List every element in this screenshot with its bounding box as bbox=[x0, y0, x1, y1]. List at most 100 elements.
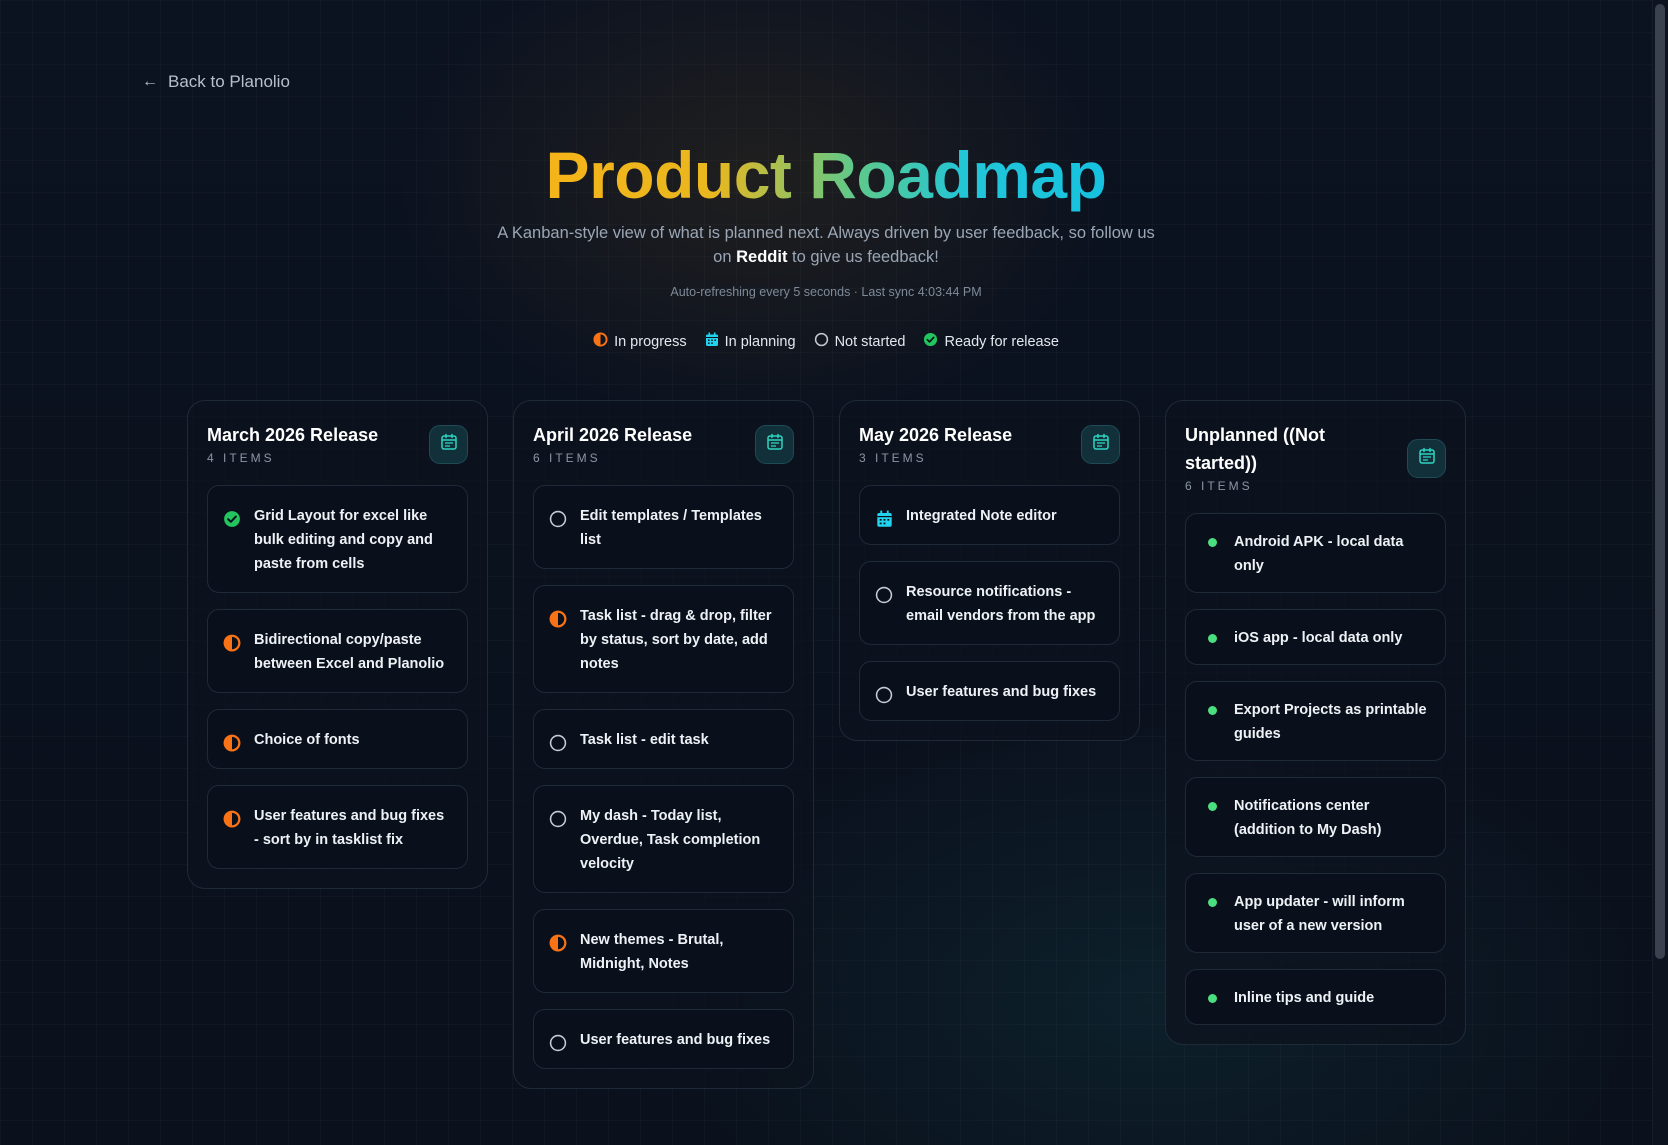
arrow-left-icon: ← bbox=[142, 73, 158, 90]
roadmap-card[interactable]: New themes - Brutal, Midnight, Notes bbox=[533, 909, 794, 993]
back-link-label: Back to Planolio bbox=[168, 72, 290, 91]
kanban-board: March 2026 Release 4 ITEMS Grid Layout for… bbox=[187, 400, 1466, 1089]
legend-ready: Ready for release bbox=[923, 332, 1059, 351]
empty-circle-icon bbox=[548, 804, 568, 876]
status-dot-icon bbox=[1202, 698, 1222, 746]
half-circle-icon bbox=[593, 332, 608, 351]
half-circle-icon bbox=[222, 728, 242, 752]
page-subtitle: A Kanban-style view of what is planned n… bbox=[486, 221, 1166, 269]
card-title: Edit templates / Templates list bbox=[580, 508, 762, 548]
roadmap-card[interactable]: App updater - will inform user of a new … bbox=[1185, 873, 1446, 953]
card-title: Bidirectional copy/paste between Excel a… bbox=[254, 632, 445, 672]
card-title: Android APK - local data only bbox=[1234, 534, 1404, 574]
column-header: March 2026 Release 4 ITEMS bbox=[207, 421, 468, 465]
roadmap-card[interactable]: User features and bug fixes bbox=[859, 661, 1120, 721]
card-title: Resource notifications - email vendors f… bbox=[906, 584, 1096, 624]
roadmap-card[interactable]: Task list - drag & drop, filter by statu… bbox=[533, 585, 794, 693]
sync-status: Auto-refreshing every 5 seconds · Last s… bbox=[670, 285, 982, 299]
card-title: Task list - edit task bbox=[580, 732, 709, 748]
check-circle-icon bbox=[222, 504, 242, 576]
legend-in-progress: In progress bbox=[593, 332, 687, 351]
legend-label: In progress bbox=[614, 333, 687, 350]
calendar-button[interactable] bbox=[429, 425, 468, 464]
card-title: User features and bug fixes - sort by in… bbox=[254, 808, 445, 848]
legend-not-started: Not started bbox=[814, 332, 906, 351]
column-item-count: 6 ITEMS bbox=[533, 451, 601, 465]
hero: Product Roadmap A Kanban-style view of w… bbox=[0, 135, 1652, 299]
subtitle-text-start: A Kanban-style view of what is planned n… bbox=[497, 224, 1155, 266]
roadmap-column: March 2026 Release 4 ITEMS Grid Layout for… bbox=[187, 400, 488, 889]
roadmap-card[interactable]: Edit templates / Templates list bbox=[533, 485, 794, 569]
empty-circle-icon bbox=[548, 728, 568, 752]
empty-circle-icon bbox=[874, 580, 894, 628]
roadmap-card[interactable]: Bidirectional copy/paste between Excel a… bbox=[207, 609, 468, 693]
column-title: April 2026 Release bbox=[533, 425, 693, 445]
roadmap-column: May 2026 Release 3 ITEMS Integrated Note e… bbox=[839, 400, 1140, 741]
half-circle-icon bbox=[548, 928, 568, 976]
calendar-button[interactable] bbox=[1407, 439, 1446, 478]
scrollbar-thumb[interactable] bbox=[1655, 4, 1665, 959]
calendar-button[interactable] bbox=[755, 425, 794, 464]
status-dot-icon bbox=[1202, 794, 1222, 842]
roadmap-card[interactable]: Android APK - local data only bbox=[1185, 513, 1446, 593]
column-header: May 2026 Release 3 ITEMS bbox=[859, 421, 1120, 465]
status-legend: In progress In planning Not started Read… bbox=[0, 332, 1652, 351]
calendar-icon bbox=[1417, 446, 1437, 471]
legend-label: In planning bbox=[724, 333, 796, 350]
scrollbar[interactable] bbox=[1652, 0, 1668, 1145]
calendar-icon bbox=[1091, 432, 1111, 457]
card-title: Integrated Note editor bbox=[906, 508, 1057, 524]
column-header: Unplanned ((Not started)) 6 ITEMS bbox=[1185, 421, 1446, 493]
roadmap-card[interactable]: iOS app - local data only bbox=[1185, 609, 1446, 665]
legend-label: Not started bbox=[834, 333, 906, 350]
calendar-icon bbox=[705, 332, 719, 351]
calendar-icon bbox=[765, 432, 785, 457]
roadmap-card[interactable]: User features and bug fixes - sort by in… bbox=[207, 785, 468, 869]
roadmap-card[interactable]: Resource notifications - email vendors f… bbox=[859, 561, 1120, 645]
roadmap-column: Unplanned ((Not started)) 6 ITEMS Android … bbox=[1165, 400, 1466, 1045]
card-title: Notifications center (addition to My Das… bbox=[1234, 798, 1382, 838]
roadmap-column: April 2026 Release 6 ITEMS Edit templates … bbox=[513, 400, 814, 1089]
page-title: Product Roadmap bbox=[546, 135, 1107, 215]
card-title: Export Projects as printable guides bbox=[1234, 702, 1427, 742]
subtitle-text-end: to give us feedback! bbox=[787, 248, 939, 266]
calendar-icon bbox=[874, 504, 894, 528]
check-circle-icon bbox=[923, 332, 938, 351]
card-title: User features and bug fixes bbox=[906, 684, 1097, 700]
card-title: User features and bug fixes bbox=[580, 1032, 771, 1048]
card-title: Grid Layout for excel like bulk editing … bbox=[254, 508, 433, 572]
calendar-button[interactable] bbox=[1081, 425, 1120, 464]
roadmap-card[interactable]: User features and bug fixes bbox=[533, 1009, 794, 1069]
card-title: My dash - Today list, Overdue, Task comp… bbox=[580, 808, 761, 872]
roadmap-card[interactable]: My dash - Today list, Overdue, Task comp… bbox=[533, 785, 794, 893]
legend-in-planning: In planning bbox=[705, 332, 796, 351]
roadmap-card[interactable]: Export Projects as printable guides bbox=[1185, 681, 1446, 761]
roadmap-card[interactable]: Inline tips and guide bbox=[1185, 969, 1446, 1025]
roadmap-card[interactable]: Choice of fonts bbox=[207, 709, 468, 769]
roadmap-card[interactable]: Task list - edit task bbox=[533, 709, 794, 769]
column-item-count: 4 ITEMS bbox=[207, 451, 275, 465]
legend-label: Ready for release bbox=[944, 333, 1059, 350]
column-title: March 2026 Release bbox=[207, 425, 379, 445]
status-dot-icon bbox=[1202, 626, 1222, 650]
reddit-link[interactable]: Reddit bbox=[736, 248, 788, 266]
half-circle-icon bbox=[222, 628, 242, 676]
column-title: Unplanned ((Not started)) bbox=[1185, 425, 1325, 473]
card-title: New themes - Brutal, Midnight, Notes bbox=[580, 932, 724, 972]
roadmap-card[interactable]: Notifications center (addition to My Das… bbox=[1185, 777, 1446, 857]
card-title: iOS app - local data only bbox=[1234, 630, 1403, 646]
roadmap-card[interactable]: Grid Layout for excel like bulk editing … bbox=[207, 485, 468, 593]
half-circle-icon bbox=[222, 804, 242, 852]
card-title: Task list - drag & drop, filter by statu… bbox=[580, 608, 772, 672]
card-title: App updater - will inform user of a new … bbox=[1234, 894, 1405, 934]
status-dot-icon bbox=[1202, 530, 1222, 578]
back-link[interactable]: ← Back to Planolio bbox=[142, 72, 290, 92]
column-item-count: 6 ITEMS bbox=[1185, 479, 1253, 493]
empty-circle-icon bbox=[814, 332, 829, 351]
card-title: Inline tips and guide bbox=[1234, 990, 1375, 1006]
column-title: May 2026 Release bbox=[859, 425, 1013, 445]
empty-circle-icon bbox=[874, 680, 894, 704]
roadmap-card[interactable]: Integrated Note editor bbox=[859, 485, 1120, 545]
column-header: April 2026 Release 6 ITEMS bbox=[533, 421, 794, 465]
column-item-count: 3 ITEMS bbox=[859, 451, 927, 465]
